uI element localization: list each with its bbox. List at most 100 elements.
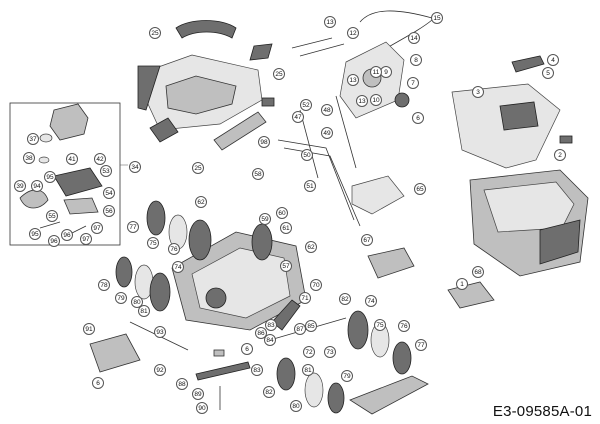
callout-74: 74	[172, 261, 184, 273]
upper-cover-recess	[165, 75, 237, 115]
small-switch	[261, 97, 275, 107]
callout-6: 6	[241, 343, 253, 355]
callout-68: 68	[472, 266, 484, 278]
callout-67: 67	[361, 234, 373, 246]
callout-41: 41	[66, 153, 78, 165]
catcher-flap	[447, 281, 495, 309]
impeller-guard	[19, 189, 49, 209]
top-handle-bar	[359, 10, 433, 23]
wheel-group-right	[276, 310, 412, 414]
callout-76: 76	[168, 243, 180, 255]
motor-opening	[205, 287, 227, 309]
callout-97: 97	[91, 222, 103, 234]
rear-flap	[349, 375, 429, 415]
callout-14: 14	[408, 32, 420, 44]
callout-48: 48	[321, 104, 333, 116]
callout-94: 93	[154, 326, 166, 338]
callout-79: 79	[341, 370, 353, 382]
callout-89: 88	[176, 378, 188, 390]
handle-grip-top	[175, 20, 237, 39]
callout-62: 62	[305, 241, 317, 253]
callout-59: 59	[259, 213, 271, 225]
callout-8: 8	[410, 54, 422, 66]
callout-47: 47	[292, 111, 304, 123]
callout-62: 62	[195, 196, 207, 208]
callout-52: 52	[300, 99, 312, 111]
callout-1: 1	[456, 278, 468, 290]
callout-72: 72	[303, 346, 315, 358]
callout-98: 97	[80, 233, 92, 245]
clip-2	[559, 135, 573, 144]
blade-adapter	[213, 349, 225, 357]
callout-96: 95	[44, 171, 56, 183]
callout-3: 3	[472, 86, 484, 98]
callout-85: 84	[264, 334, 276, 346]
lower-handle-tubes	[277, 139, 361, 227]
callout-7: 7	[407, 77, 419, 89]
callout-53: 53	[100, 165, 112, 177]
callout-77: 77	[127, 221, 139, 233]
dial	[394, 92, 410, 108]
callout-75: 75	[374, 319, 386, 331]
callout-81: 81	[302, 364, 314, 376]
callout-79: 78	[98, 279, 110, 291]
callout-86: 85	[305, 320, 317, 332]
motor-plate	[53, 167, 103, 197]
callout-82: 82	[263, 386, 275, 398]
callout-25: 25	[192, 162, 204, 174]
callout-37: 37	[27, 133, 39, 145]
callout-13: 13	[324, 16, 336, 28]
callout-15: 15	[431, 12, 443, 24]
callout-38: 38	[23, 152, 35, 164]
callout-76: 76	[398, 320, 410, 332]
callout-57: 57	[280, 260, 292, 272]
wheel-group-left	[115, 200, 273, 312]
callout-13: 13	[356, 95, 368, 107]
callout-55: 55	[46, 210, 58, 222]
callout-75: 75	[147, 237, 159, 249]
callout-97: 96	[61, 229, 73, 241]
callout-71: 71	[299, 292, 311, 304]
callout-80: 80	[290, 400, 302, 412]
brush-strip	[213, 111, 267, 151]
callout-95: 95	[29, 228, 41, 240]
callout-56: 56	[103, 205, 115, 217]
front-bumper	[89, 333, 141, 373]
callout-61: 61	[280, 222, 292, 234]
callout-90: 89	[192, 388, 204, 400]
washer	[39, 133, 53, 143]
callout-93: 92	[154, 364, 166, 376]
document-id: E3-09585A-01	[492, 403, 592, 420]
callout-83: 83	[251, 364, 263, 376]
callout-4: 4	[547, 54, 559, 66]
callout-49: 49	[321, 127, 333, 139]
callout-80: 79	[115, 292, 127, 304]
callout-13: 13	[347, 74, 359, 86]
callout-9: 9	[380, 66, 392, 78]
callout-5: 5	[542, 67, 554, 79]
callout-51: 51	[304, 180, 316, 192]
callout-84: 83	[265, 319, 277, 331]
height-lever	[271, 299, 301, 331]
callout-2: 2	[554, 149, 566, 161]
callout-99: 98	[258, 136, 270, 148]
cover-front-lip	[149, 117, 179, 143]
blade	[195, 361, 251, 381]
mulch-plug	[367, 247, 415, 279]
callout-74: 74	[365, 295, 377, 307]
callout-87: 86	[255, 327, 267, 339]
side-cover	[351, 175, 405, 215]
callout-50: 50	[301, 149, 313, 161]
motor-base	[63, 197, 99, 215]
callout-60: 60	[276, 207, 288, 219]
callout-77: 77	[415, 339, 427, 351]
callout-6: 6	[412, 112, 424, 124]
callout-82: 81	[138, 305, 150, 317]
callout-83: 82	[339, 293, 351, 305]
callout-25: 25	[149, 27, 161, 39]
callout-70: 70	[310, 279, 322, 291]
callout-54: 54	[103, 187, 115, 199]
callout-88: 87	[294, 323, 306, 335]
